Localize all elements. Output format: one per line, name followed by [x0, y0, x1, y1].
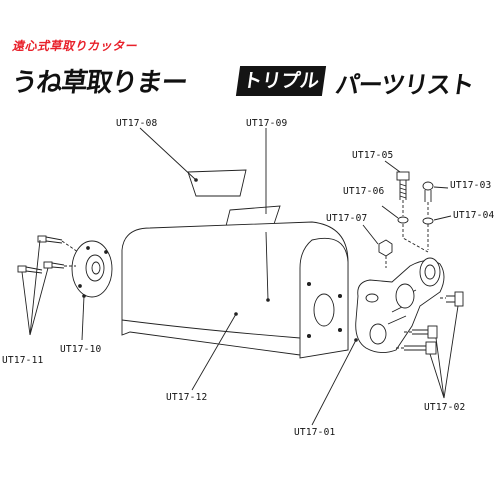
leader-07 — [362, 224, 379, 245]
decal-08-shape — [187, 169, 247, 197]
label-ut17-04: UT17-04 — [453, 210, 495, 221]
bolt-05 — [396, 171, 410, 200]
bolt-02-a — [446, 291, 464, 307]
cover-hole — [313, 293, 335, 327]
leader-01 — [311, 339, 357, 426]
leader-09 — [265, 128, 269, 301]
decal-09-shape — [225, 205, 281, 227]
label-ut17-06: UT17-06 — [343, 186, 385, 197]
label-ut17-12: UT17-12 — [166, 392, 208, 403]
cover-bolt-hole-4 — [306, 281, 312, 287]
bolt-03 — [422, 181, 434, 202]
bolt-02-c — [404, 341, 437, 355]
nut-07 — [378, 239, 393, 257]
label-ut17-03: UT17-03 — [450, 180, 492, 191]
label-ut17-08: UT17-08 — [116, 118, 158, 129]
label-ut17-11: UT17-11 — [2, 355, 44, 366]
bolt-02-b — [412, 325, 438, 339]
leader-06 — [381, 205, 399, 219]
washer-04 — [422, 217, 434, 225]
leader-08 — [139, 127, 197, 181]
leader-12 — [191, 313, 237, 391]
cover-bolt-hole-3 — [306, 333, 312, 339]
leader-11 — [21, 239, 49, 336]
leader-10 — [81, 295, 85, 341]
bolt-11-a — [37, 235, 63, 244]
bolt-11-c — [43, 261, 65, 269]
label-ut17-05: UT17-05 — [352, 150, 394, 161]
washer-06 — [397, 216, 409, 224]
label-ut17-10: UT17-10 — [60, 344, 102, 355]
bolt-11-b — [17, 265, 43, 274]
flange-10-core — [91, 261, 101, 275]
product-subtitle: 遠心式草取りカッター — [12, 39, 138, 53]
label-ut17-07: UT17-07 — [326, 213, 368, 224]
label-ut17-09: UT17-09 — [246, 118, 288, 129]
label-ut17-01: UT17-01 — [294, 427, 336, 438]
leader-02 — [429, 305, 459, 399]
cover-bolt-hole-1 — [337, 293, 343, 299]
label-ut17-02: UT17-02 — [424, 402, 466, 413]
leader-04 — [433, 215, 452, 221]
leader-03 — [433, 186, 449, 189]
cover-fold-line — [121, 319, 301, 339]
leader-05 — [384, 160, 401, 173]
cover-bolt-hole-2 — [337, 327, 343, 333]
gear-housing-01 — [355, 257, 445, 353]
